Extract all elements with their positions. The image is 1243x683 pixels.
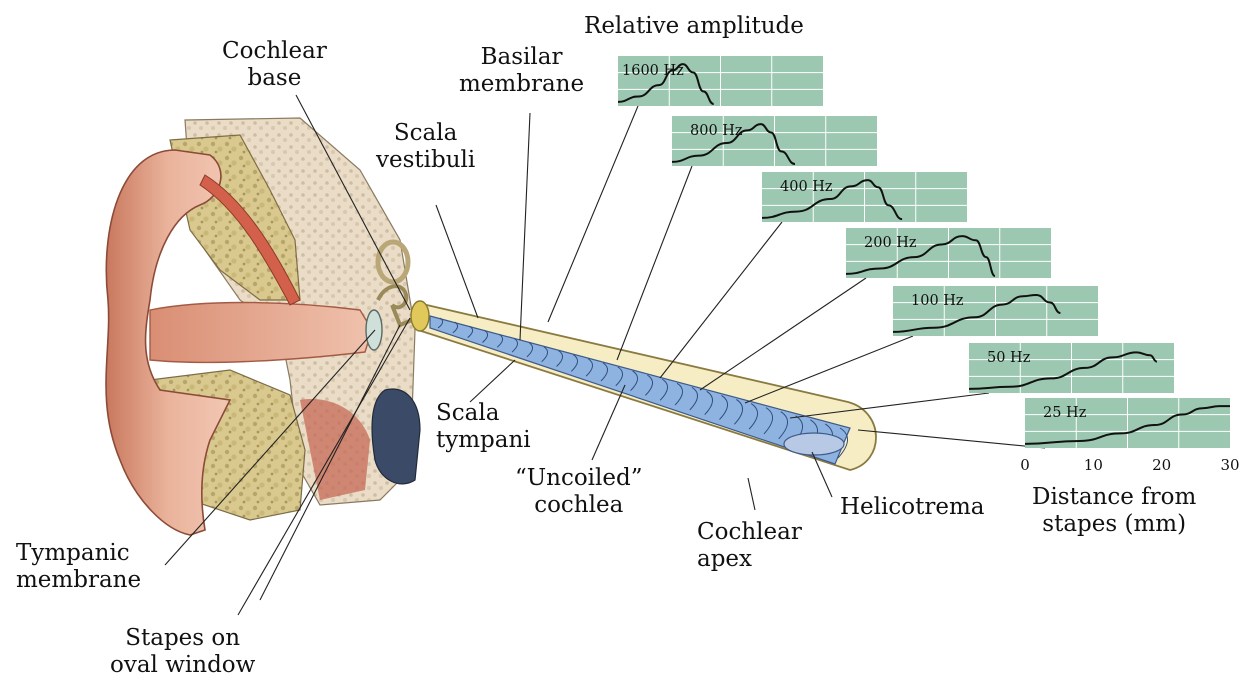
leader-scala-tympani (470, 360, 515, 402)
amplitude-panel: 25 Hz (1025, 398, 1230, 448)
oval-window-end (411, 301, 429, 331)
label-uncoiled-cochlea-line1: “Uncoiled” (515, 465, 643, 492)
frequency-label: 100 Hz (911, 293, 964, 309)
ear-illustration (106, 118, 420, 535)
label-relative-amplitude: Relative amplitude (584, 13, 804, 40)
label-tympanic-membrane: Tympanic membrane (16, 540, 141, 594)
amplitude-panel: 800 Hz (672, 116, 877, 166)
label-scala-vestibuli: Scala vestibuli (376, 120, 475, 174)
label-basilar-membrane: Basilar membrane (459, 44, 584, 98)
distance-axis-ticks: 0 10 20 30 (1020, 456, 1239, 474)
label-stapes-line2: oval window (110, 652, 255, 679)
ear-canal (150, 303, 372, 363)
label-distance-line2: stapes (mm) (1032, 511, 1196, 538)
frequency-label: 50 Hz (987, 350, 1031, 366)
label-scala-tympani-line1: Scala (436, 400, 531, 427)
amplitude-panel: 1600 Hz (618, 56, 823, 106)
panel-leader-line (548, 106, 638, 322)
leader-uncoiled-cochlea (592, 385, 625, 460)
x-tick-label: 0 (1020, 456, 1030, 474)
label-cochlear-base: Cochlear base (222, 38, 327, 92)
label-cochlear-base-line2: base (222, 65, 327, 92)
label-distance-line1: Distance from (1032, 484, 1196, 511)
label-helicotrema: Helicotrema (840, 494, 984, 521)
amplitude-panel: 100 Hz (893, 286, 1098, 336)
eustachian-tube (372, 389, 420, 484)
panel-leader-line (858, 430, 1045, 448)
label-cochlear-base-line1: Cochlear (222, 38, 327, 65)
label-tympanic-membrane-line2: membrane (16, 567, 141, 594)
panel-leader-line (660, 222, 782, 378)
frequency-label: 200 Hz (864, 235, 917, 251)
label-cochlear-apex-line1: Cochlear (697, 519, 802, 546)
tympanic-membrane-shape (366, 310, 382, 350)
label-scala-vestibuli-line2: vestibuli (376, 147, 475, 174)
label-cochlear-apex-line2: apex (697, 546, 802, 573)
panel-leader-line (745, 336, 913, 403)
label-helicotrema-text: Helicotrema (840, 494, 984, 521)
label-tympanic-membrane-line1: Tympanic (16, 540, 141, 567)
label-stapes-line1: Stapes on (110, 625, 255, 652)
leader-cochlear-apex (748, 478, 755, 510)
label-distance-axis: Distance from stapes (mm) (1032, 484, 1196, 538)
label-scala-tympani-line2: tympani (436, 427, 531, 454)
frequency-label: 1600 Hz (622, 63, 684, 79)
x-tick-label: 10 (1084, 456, 1103, 474)
frequency-label: 400 Hz (780, 179, 833, 195)
label-uncoiled-cochlea-line2: cochlea (515, 492, 643, 519)
label-stapes-oval-window: Stapes on oval window (110, 625, 255, 679)
label-uncoiled-cochlea: “Uncoiled” cochlea (515, 465, 643, 519)
label-scala-tympani: Scala tympani (436, 400, 531, 454)
amplitude-panel: 50 Hz (969, 343, 1174, 393)
leader-scala-vestibuli (436, 205, 478, 318)
helicotrema-shape (784, 433, 844, 455)
panel-leader-line (617, 166, 692, 360)
frequency-label: 25 Hz (1043, 405, 1087, 421)
label-basilar-membrane-line2: membrane (459, 71, 584, 98)
x-tick-label: 30 (1220, 456, 1239, 474)
label-cochlear-apex: Cochlear apex (697, 519, 802, 573)
x-tick-label: 20 (1152, 456, 1171, 474)
amplitude-panel: 400 Hz (762, 172, 967, 222)
label-basilar-membrane-line1: Basilar (459, 44, 584, 71)
amplitude-panel: 200 Hz (846, 228, 1051, 278)
frequency-label: 800 Hz (690, 123, 743, 139)
label-relative-amplitude-text: Relative amplitude (584, 13, 804, 40)
leader-basilar-membrane (520, 113, 530, 340)
label-scala-vestibuli-line1: Scala (376, 120, 475, 147)
